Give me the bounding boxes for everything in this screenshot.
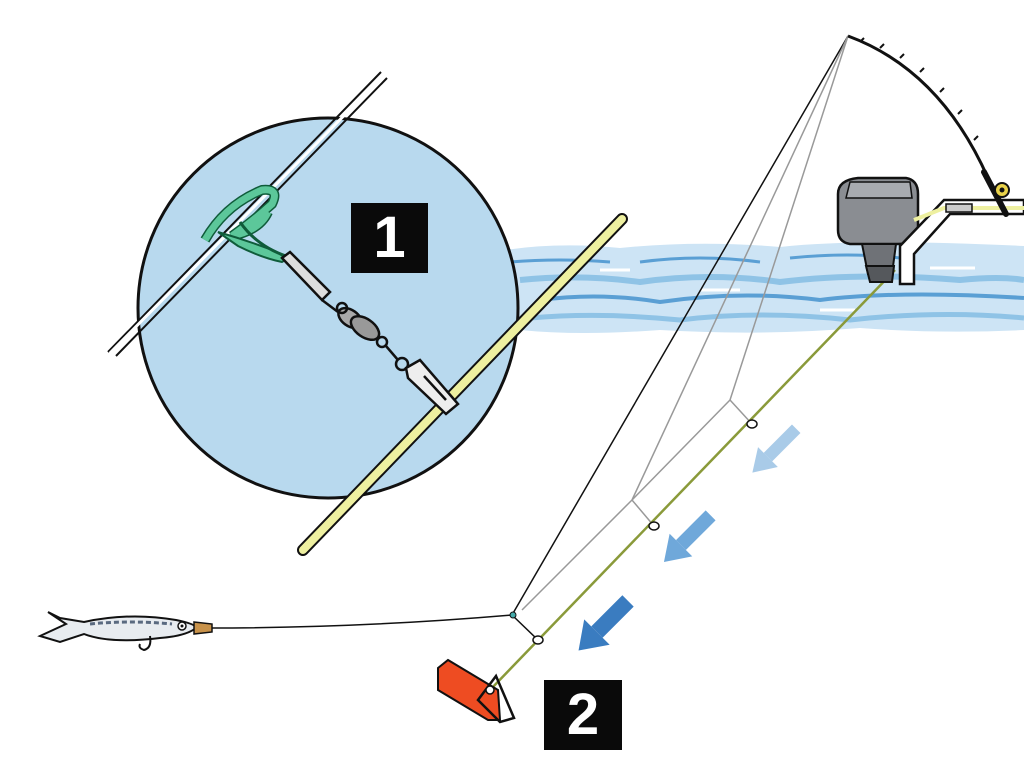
boat-hull bbox=[898, 198, 1024, 286]
main-line-yellow bbox=[297, 213, 628, 556]
callout-label-2: 2 bbox=[566, 682, 600, 747]
outboard-motor-icon bbox=[836, 176, 920, 283]
direction-arrow-icon bbox=[578, 424, 801, 651]
planer-icon bbox=[437, 658, 516, 724]
bait-fish-icon bbox=[37, 611, 213, 652]
callout-badge-1: 1 bbox=[351, 203, 428, 273]
callout-badge-2: 2 bbox=[544, 680, 622, 750]
arrow-light bbox=[752, 424, 801, 473]
arrow-mid bbox=[663, 510, 716, 563]
fishing-rod-icon bbox=[847, 34, 1010, 217]
callout-label-1: 1 bbox=[373, 205, 406, 270]
arrow-dark bbox=[578, 595, 634, 651]
snap-swivel-icon bbox=[280, 250, 460, 416]
trolling-lines bbox=[209, 35, 896, 691]
water-surface bbox=[505, 242, 1024, 333]
